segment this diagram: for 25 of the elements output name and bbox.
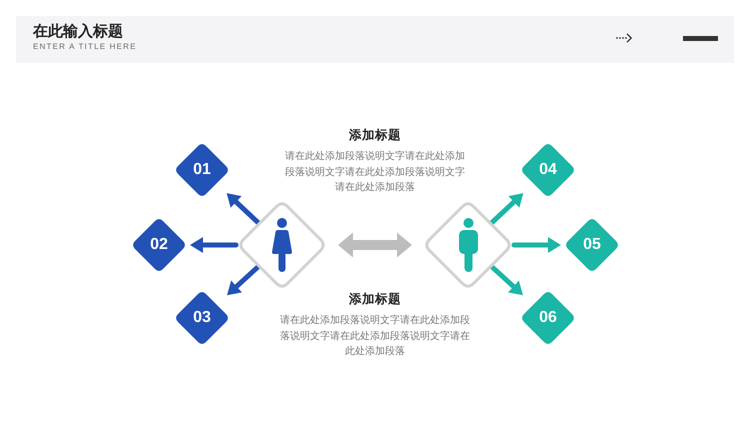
number-diamond bbox=[174, 142, 230, 198]
number-diamond bbox=[520, 142, 576, 198]
number-diamond bbox=[131, 217, 187, 273]
step-number: 03 bbox=[193, 309, 211, 327]
arrow bbox=[226, 264, 260, 296]
step-number: 02 bbox=[150, 236, 168, 254]
paragraph-text: 请在此处添加段落说明文字请在此处添加段落说明文字请在此处添加段落说明文字请在此处添加段落 bbox=[279, 314, 471, 359]
step-number: 01 bbox=[193, 161, 211, 179]
arrow bbox=[512, 237, 561, 253]
double-arrow bbox=[338, 232, 412, 258]
section-heading: 添加标题 bbox=[348, 127, 402, 143]
step-number: 05 bbox=[583, 236, 601, 254]
number-diamond bbox=[564, 217, 620, 273]
number-diamond bbox=[520, 290, 576, 346]
number-diamond bbox=[174, 290, 230, 346]
arrow bbox=[490, 264, 524, 296]
arrow bbox=[226, 193, 261, 226]
section-heading: 添加标题 bbox=[348, 291, 402, 307]
step-number: 04 bbox=[539, 161, 557, 179]
arrow bbox=[489, 193, 524, 226]
slide-title: 在此输入标题 bbox=[33, 23, 123, 40]
step-number: 06 bbox=[539, 309, 557, 327]
arrow bbox=[190, 237, 238, 253]
paragraph-text: 请在此处添加段落说明文字请在此处添加段落说明文字请在此处添加段落说明文字请在此处添加段落 bbox=[284, 150, 466, 195]
subtitle-text: ENTER A TITLE HERE bbox=[33, 42, 137, 52]
